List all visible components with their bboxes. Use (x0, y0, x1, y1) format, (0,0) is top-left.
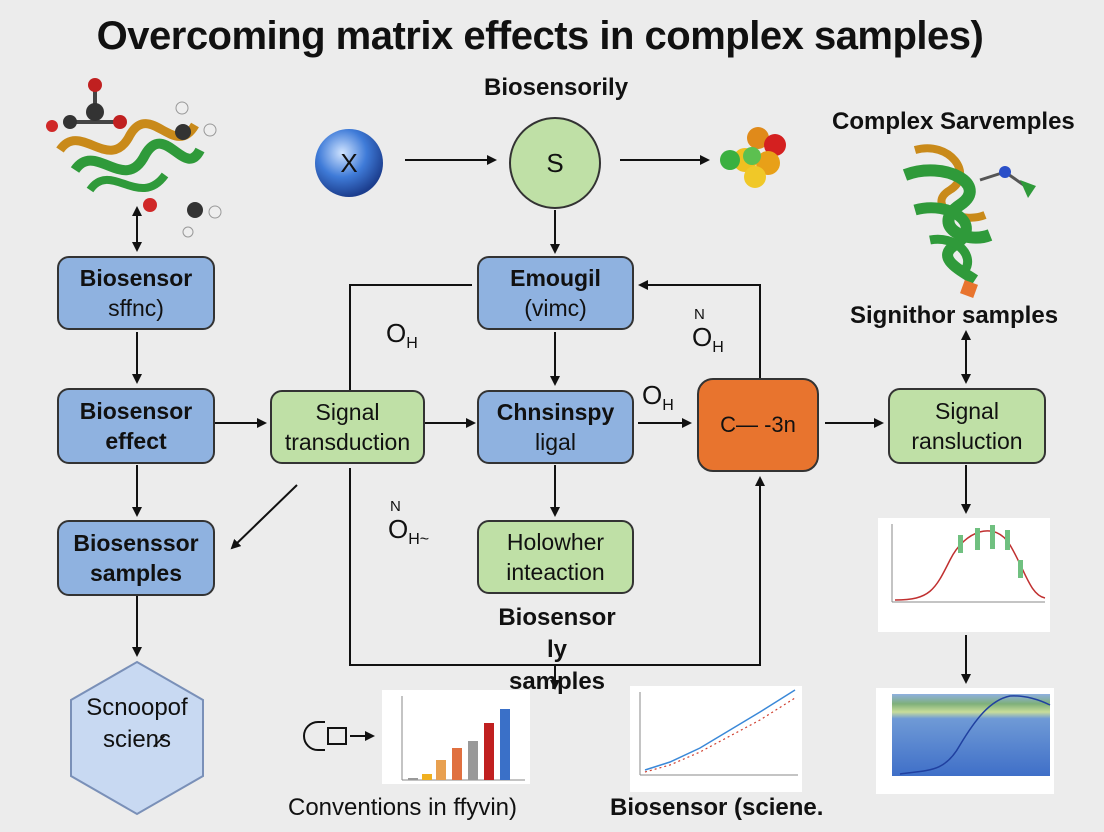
oh-label-2: N OH (692, 304, 724, 359)
biosensor-samples-line-1: Biosenssor (73, 530, 199, 556)
s-circle (509, 117, 601, 209)
x-sphere (315, 129, 383, 197)
oh-1-sub: H (406, 335, 418, 353)
biosensor-effect-line-1: Biosensor (79, 398, 193, 424)
hexagon-line-2: scien̷s (102, 726, 172, 753)
page-title: Overcoming matrix effects in complex sam… (96, 14, 984, 58)
signal-ransluction-line-1: Signal (935, 398, 999, 424)
biosensor-sffnc-box: Biosensor sffnc) (57, 256, 215, 330)
oh-3-main: O (642, 380, 663, 410)
chnsinspy-line-2: ligal (535, 429, 576, 455)
emougil-box: Emougil (vimc) (477, 256, 634, 330)
biosensor-effect-line-2: effect (105, 428, 167, 454)
oh-3-sub: H (662, 397, 674, 415)
hexagon-label: Scnoopof scien̷s (71, 692, 203, 756)
mini-bell-chart (878, 518, 1050, 632)
signal-ransluction-box: Signal ransluction (888, 388, 1046, 464)
detector-icon (303, 721, 375, 751)
biosensorily-label: Biosensorily (484, 74, 629, 101)
orange-node: C— -3n (697, 378, 819, 472)
oh-1-main: O (386, 318, 407, 348)
biosensor-ly-samples-label: Biosensor ly samples (497, 602, 617, 698)
holowher-line-2: inteaction (506, 559, 605, 585)
complex-samples-label: Complex Sarvemples (832, 108, 1075, 135)
conventions-caption: Conventions in ffyvin) (288, 794, 518, 821)
signal-transduction-line-1: Signal (315, 399, 380, 425)
signal-transduction-box: Signal transduction (270, 390, 425, 464)
x-sphere-label: X (340, 148, 358, 178)
biosensor-science-caption: Biosensor (sciene. (610, 794, 824, 821)
oh-label-3: OH (642, 380, 674, 415)
s-circle-label: S (546, 148, 564, 178)
mini-heat-chart (876, 688, 1054, 794)
hexagon-node (70, 660, 204, 816)
oh-4-main: O (388, 514, 409, 544)
biosensor-sffnc-line-2: sffnc) (108, 295, 164, 321)
oh-label-1: OH (386, 318, 418, 353)
biosensor-ly-samples-line-1: Biosensor (498, 604, 616, 631)
chnsinspy-line-1: Chnsinspy (496, 399, 615, 425)
protein-illustration-right (902, 144, 1036, 298)
hexagon-line-1: Scnoopof (86, 694, 188, 721)
oh-4-sup: N (390, 498, 401, 515)
holowher-line-1: Holowher (506, 529, 605, 555)
oh-2-sub: H (712, 339, 724, 357)
holowher-box: Holowher inteaction (477, 520, 634, 594)
mini-bar-chart (382, 690, 530, 784)
oh-4-sub: H~ (408, 531, 430, 549)
emougil-line-2: (vimc) (524, 295, 587, 321)
molecule-cluster (720, 127, 786, 188)
protein-illustration-left (46, 78, 222, 238)
biosensor-samples-line-2: samples (89, 560, 183, 586)
signithor-samples-label: Signithor samples (850, 302, 1059, 329)
biosensor-sffnc-line-1: Biosensor (79, 265, 193, 291)
signal-transduction-line-2: transduction (284, 429, 411, 455)
mini-line-chart (630, 686, 802, 792)
chnsinspy-box: Chnsinspy ligal (477, 390, 634, 464)
biosensor-effect-box: Biosensor effect (57, 388, 215, 464)
biosensor-ly-samples-line-2: ly samples (508, 636, 606, 695)
biosensor-samples-box: Biosenssor samples (57, 520, 215, 596)
emougil-line-1: Emougil (510, 265, 601, 291)
oh-label-4: N OH~ (388, 496, 429, 551)
signal-ransluction-line-2: ransluction (911, 428, 1023, 454)
oh-2-main: O (692, 322, 713, 352)
oh-2-sup: N (694, 306, 705, 323)
